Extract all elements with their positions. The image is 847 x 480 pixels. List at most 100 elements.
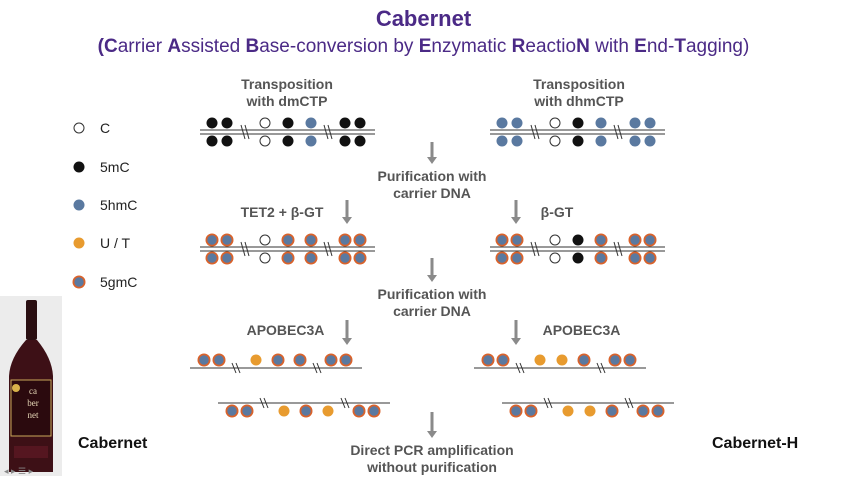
strand-break-mark	[327, 241, 333, 257]
process-arrow-head	[511, 338, 521, 345]
5gmc-dot	[306, 253, 316, 263]
5gmc-dot	[354, 406, 364, 416]
5mc-dot	[572, 252, 584, 264]
5gmc-dot	[369, 406, 379, 416]
5gmc-dot	[242, 406, 252, 416]
process-arrow-head	[427, 431, 437, 438]
5mc-dot	[354, 117, 366, 129]
strand-break-mark	[344, 397, 350, 409]
5gmc-dot	[645, 235, 655, 245]
page-subtitle: (Carrier Assisted Base-conversion by Enz…	[97, 36, 750, 57]
5hmc-dot	[73, 199, 85, 211]
5gmc-dot	[283, 235, 293, 245]
5gmc-dot	[512, 253, 522, 263]
strand-break-mark	[235, 362, 241, 374]
step-right-apobec3a: APOBEC3A	[542, 322, 621, 338]
5mc-dot	[282, 135, 294, 147]
5hmc-dot	[511, 117, 523, 129]
slide-nav-controls[interactable]: ◂ ▸ ☰ ▸	[4, 466, 34, 476]
uracil-thymine-dot	[250, 354, 262, 366]
strand-break-mark	[327, 124, 333, 140]
legend-label-c: C	[100, 120, 110, 136]
subtitle-part: agging)	[685, 36, 750, 57]
legend-label-u: U / T	[100, 235, 131, 251]
cytosine-dot	[549, 117, 561, 129]
strand-break-mark	[259, 397, 265, 409]
strand-break-mark	[231, 362, 237, 374]
subtitle-part: nd-	[646, 36, 675, 57]
uracil-thymine-dot	[562, 405, 574, 417]
cytosine-dot	[549, 252, 561, 264]
5mc-dot	[206, 135, 218, 147]
step-right-bgt: β-GT	[540, 204, 574, 220]
5gmc-dot	[326, 355, 336, 365]
subtitle-part: arrier	[117, 36, 168, 57]
5hmc-dot	[511, 135, 523, 147]
strand-break-mark	[340, 397, 346, 409]
5gmc-dot	[607, 406, 617, 416]
strand-break-mark	[613, 241, 619, 257]
5gmc-dot	[596, 253, 606, 263]
cytosine-dot	[73, 122, 85, 134]
cytosine-dot	[259, 135, 271, 147]
5mc-dot	[572, 117, 584, 129]
5gmc-dot	[355, 235, 365, 245]
5gmc-dot	[227, 406, 237, 416]
legend-label-m: 5mC	[100, 159, 130, 175]
uracil-thymine-dot	[534, 354, 546, 366]
5gmc-dot	[207, 253, 217, 263]
strand-break-mark	[244, 241, 250, 257]
strand-break-mark	[617, 241, 623, 257]
legend-label-h: 5hmC	[100, 197, 137, 213]
5mc-dot	[572, 135, 584, 147]
5gmc-dot	[497, 253, 507, 263]
5mc-dot	[572, 234, 584, 246]
5gmc-dot	[207, 235, 217, 245]
5gmc-dot	[301, 406, 311, 416]
cytosine-dot	[259, 234, 271, 246]
subtitle-part: E	[418, 36, 432, 57]
step-left-tet2-bgt: TET2 + β-GT	[240, 204, 324, 220]
strand-break-mark	[534, 124, 540, 140]
uracil-thymine-dot	[73, 237, 85, 249]
process-arrow-head	[342, 338, 352, 345]
5hmc-dot	[644, 135, 656, 147]
5gmc-dot	[512, 235, 522, 245]
5gmc-dot	[526, 406, 536, 416]
5gmc-dot	[306, 235, 316, 245]
page-title: Cabernet	[375, 6, 472, 31]
strand-break-mark	[543, 397, 549, 409]
5gmc-dot	[74, 277, 84, 287]
strand-break-mark	[240, 124, 246, 140]
5mc-dot	[221, 117, 233, 129]
strand-break-mark	[312, 362, 318, 374]
5mc-dot	[73, 161, 85, 173]
5gmc-dot	[295, 355, 305, 365]
5hmc-dot	[595, 117, 607, 129]
strand-break-mark	[263, 397, 269, 409]
strand-break-mark	[240, 241, 246, 257]
legend-label-g: 5gmC	[100, 274, 137, 290]
strand-break-mark	[617, 124, 623, 140]
process-arrow-head	[427, 157, 437, 164]
strand-break-mark	[624, 397, 630, 409]
strand-break-mark	[530, 241, 536, 257]
cytosine-dot	[259, 252, 271, 264]
5mc-dot	[206, 117, 218, 129]
5gmc-dot	[222, 253, 232, 263]
5gmc-dot	[596, 235, 606, 245]
5mc-dot	[282, 117, 294, 129]
5gmc-dot	[497, 235, 507, 245]
5hmc-dot	[305, 135, 317, 147]
5hmc-dot	[305, 117, 317, 129]
process-arrow-head	[511, 217, 521, 224]
process-arrow-head	[342, 217, 352, 224]
5hmc-dot	[595, 135, 607, 147]
5gmc-dot	[341, 355, 351, 365]
5gmc-dot	[610, 355, 620, 365]
subtitle-part: ssisted	[181, 36, 246, 57]
